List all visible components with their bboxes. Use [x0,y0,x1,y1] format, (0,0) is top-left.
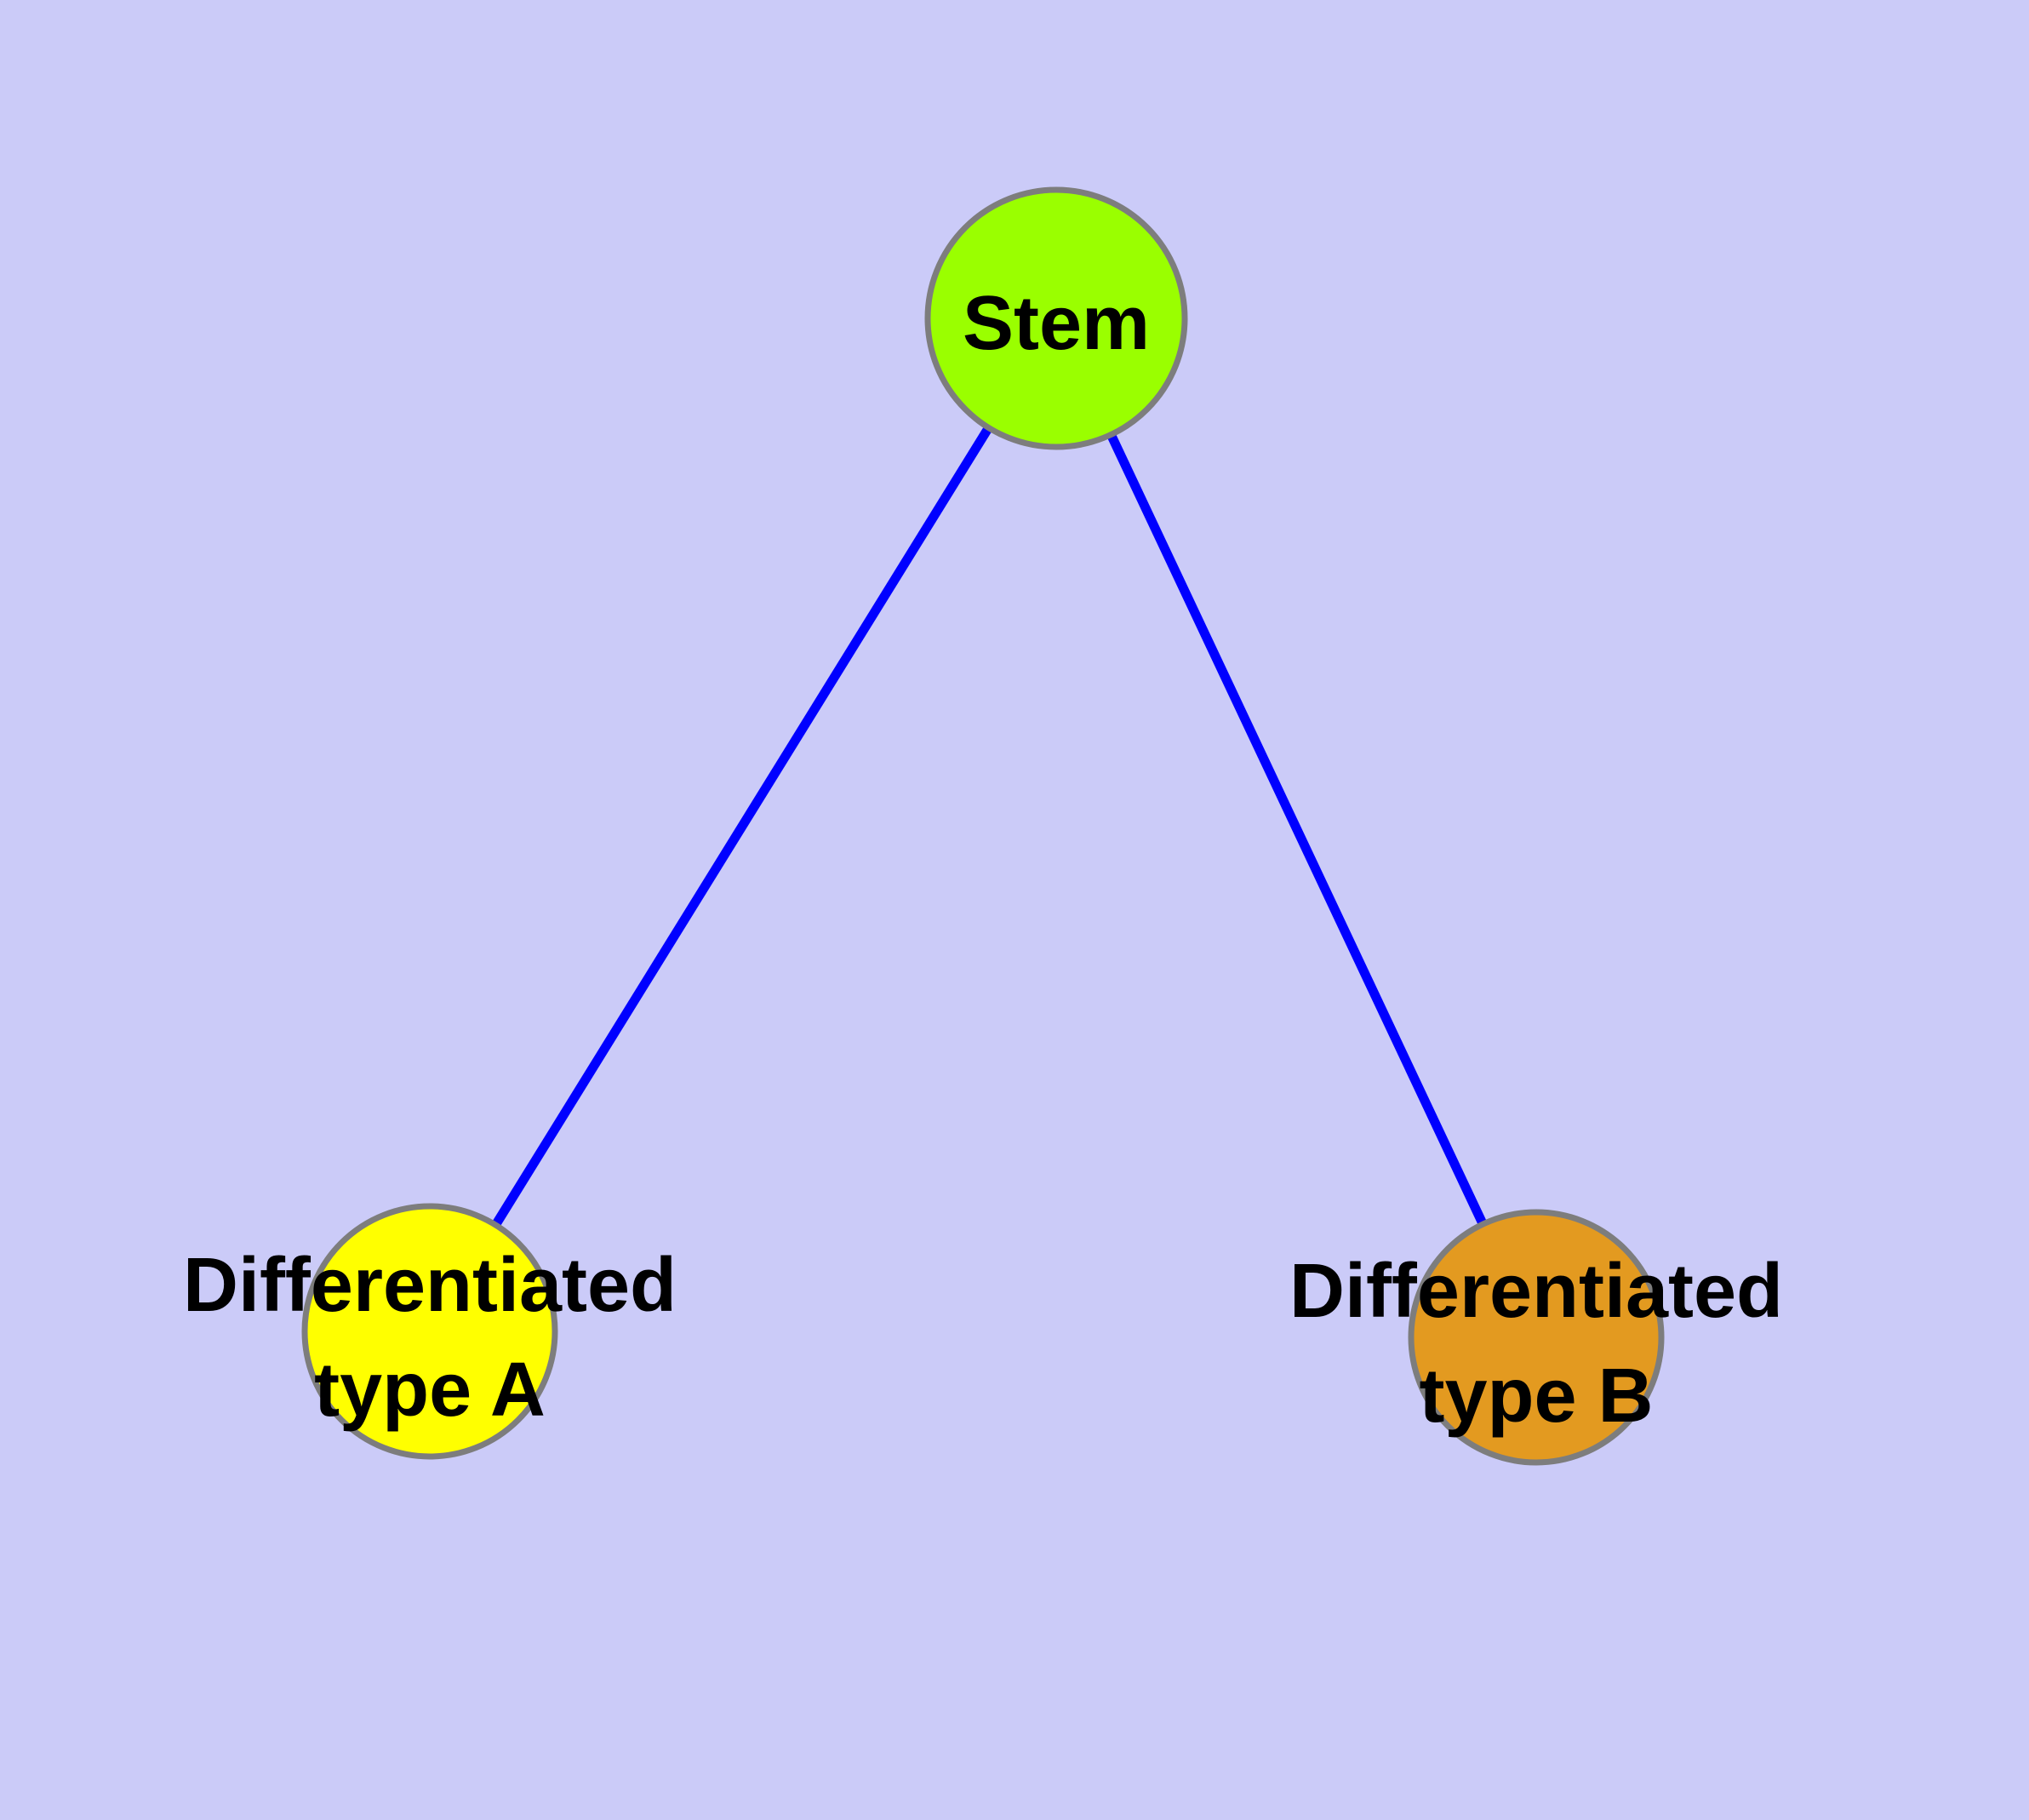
node-differentiated-type-b [1408,1209,1665,1466]
node-differentiated-type-a-label-line1: Differentiated [183,1243,677,1328]
node-differentiated-type-a-label-line2: type A [314,1348,546,1433]
node-differentiated-type-a [301,1203,558,1460]
node-differentiated-type-b-label-line1: Differentiated [1289,1249,1783,1334]
edge-stem-to-type-a [426,316,1060,1334]
node-differentiated-type-b-label-line2: type B [1419,1354,1653,1439]
node-stem-label: Stem [963,281,1150,366]
node-stem [924,186,1188,450]
edge-stem-to-type-b [1052,316,1540,1340]
